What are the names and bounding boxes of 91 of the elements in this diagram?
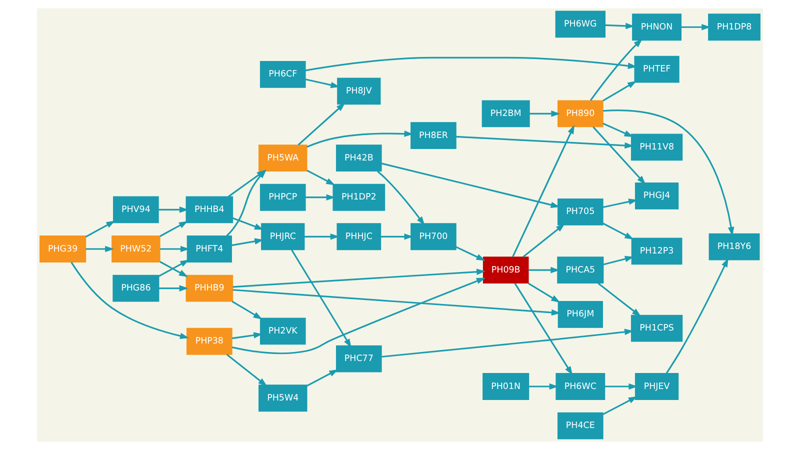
arrow — [528, 266, 560, 274]
arrow — [681, 24, 711, 30]
arrow — [528, 383, 558, 390]
arrow — [381, 162, 560, 208]
arrow — [382, 328, 634, 358]
arrow — [512, 124, 574, 258]
node-box: PH8ER — [410, 122, 456, 149]
arrow — [158, 285, 188, 292]
node-box: PH5WA — [258, 144, 308, 172]
arrow — [602, 198, 638, 208]
arrow — [232, 300, 262, 320]
arrow — [306, 369, 338, 387]
arrow — [380, 233, 414, 240]
node-box: PH1DP8 — [708, 14, 760, 41]
arrow — [602, 80, 637, 102]
node-box: PHGJ4 — [634, 182, 679, 210]
node-box: PHG39 — [40, 236, 86, 262]
node-box: PH11V8 — [630, 134, 683, 161]
arrow — [226, 354, 268, 386]
arrow — [456, 136, 634, 149]
node-box: PH18Y6 — [708, 233, 760, 260]
arrow — [70, 262, 190, 339]
arrow — [528, 282, 560, 303]
node-box: PH6JM — [558, 301, 603, 328]
arrow — [522, 224, 566, 258]
arrow — [306, 194, 336, 201]
arrow — [456, 246, 486, 261]
node-box: PH705 — [558, 198, 604, 226]
node-box: PHFT4 — [186, 236, 232, 262]
node-box: PHC77 — [336, 345, 382, 372]
node-box: PHG86 — [112, 274, 160, 302]
node-box: PH2BM — [482, 100, 530, 128]
arrow — [598, 282, 642, 317]
arrow — [592, 126, 646, 185]
node-box: PH8JV — [337, 78, 381, 105]
arrow — [604, 383, 638, 390]
node-box: PH4CE — [558, 412, 604, 440]
node-box: PHNON — [632, 14, 682, 41]
arrow — [232, 289, 561, 316]
arrow — [602, 396, 638, 416]
arrow — [305, 56, 637, 72]
node-box: PHHB4 — [186, 196, 234, 224]
arrow — [291, 250, 352, 348]
node-box: PH6CF — [260, 60, 306, 88]
node-box: PH890 — [558, 100, 604, 128]
arrow — [304, 233, 340, 240]
arrow — [603, 256, 634, 266]
arrow — [158, 206, 188, 213]
arrow — [602, 122, 634, 138]
arrow — [590, 38, 643, 101]
arrow — [232, 268, 486, 288]
arrow — [85, 220, 116, 238]
arrow — [298, 102, 346, 146]
arrow — [305, 78, 340, 88]
node-box: PHPCP — [260, 184, 306, 211]
node-box: PH09B — [482, 256, 529, 284]
node-box: PH5W4 — [258, 384, 308, 412]
node-box: PHV94 — [113, 196, 159, 224]
node-box: PH2VK — [260, 318, 306, 345]
node-box: PH6WC — [556, 373, 606, 400]
arrow — [602, 110, 734, 236]
node-box: PHJEV — [634, 373, 679, 400]
arrow — [377, 170, 425, 226]
arrow — [232, 217, 264, 230]
arrow — [86, 246, 114, 252]
arrow — [232, 332, 263, 340]
node-box: PH1CPS — [630, 314, 683, 342]
node-box: PH6WG — [555, 10, 606, 38]
arrow — [160, 221, 188, 237]
arrow — [306, 170, 336, 186]
arrow — [306, 130, 414, 148]
arrow — [602, 222, 634, 240]
node-box: PH1DP2 — [332, 184, 386, 211]
node-box: PHW52 — [112, 236, 160, 262]
arrow — [160, 246, 190, 252]
arrow — [232, 238, 264, 246]
arrow — [514, 282, 573, 376]
node-box: PH700 — [410, 223, 456, 250]
arrow — [232, 278, 486, 354]
node-box: PHHJC — [336, 223, 382, 250]
arrow — [605, 22, 635, 30]
arrow — [666, 258, 728, 374]
node-box: PHCA5 — [557, 256, 604, 284]
node-box: PHJRC — [261, 223, 305, 250]
node-box: PH12P3 — [631, 238, 682, 265]
node-box: PH01N — [482, 373, 530, 400]
node-box: PHP38 — [186, 328, 232, 355]
arrow — [530, 110, 560, 117]
node-box: PHHB9 — [186, 274, 234, 302]
node-box: PH42B — [336, 144, 382, 172]
node-box: PHTEF — [634, 56, 680, 83]
